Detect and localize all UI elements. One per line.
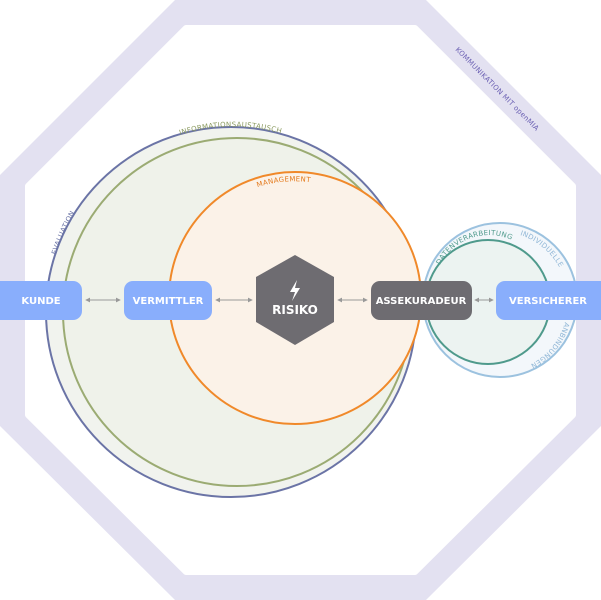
- node-assekuradeur[interactable]: ASSEKURADEUR: [371, 281, 472, 320]
- lightning-icon: [290, 280, 300, 301]
- svg-text:VERMITTLER: VERMITTLER: [133, 296, 204, 307]
- svg-text:ASSEKURADEUR: ASSEKURADEUR: [376, 296, 467, 307]
- svg-text:RISIKO: RISIKO: [272, 303, 318, 317]
- svg-text:KUNDE: KUNDE: [21, 296, 60, 307]
- node-versicherer[interactable]: VERSICHERER: [496, 281, 601, 320]
- node-risiko[interactable]: RISIKO: [256, 255, 334, 345]
- node-kunde[interactable]: KUNDE: [0, 281, 82, 320]
- svg-text:VERSICHERER: VERSICHERER: [509, 296, 587, 307]
- node-vermittler[interactable]: VERMITTLER: [124, 281, 212, 320]
